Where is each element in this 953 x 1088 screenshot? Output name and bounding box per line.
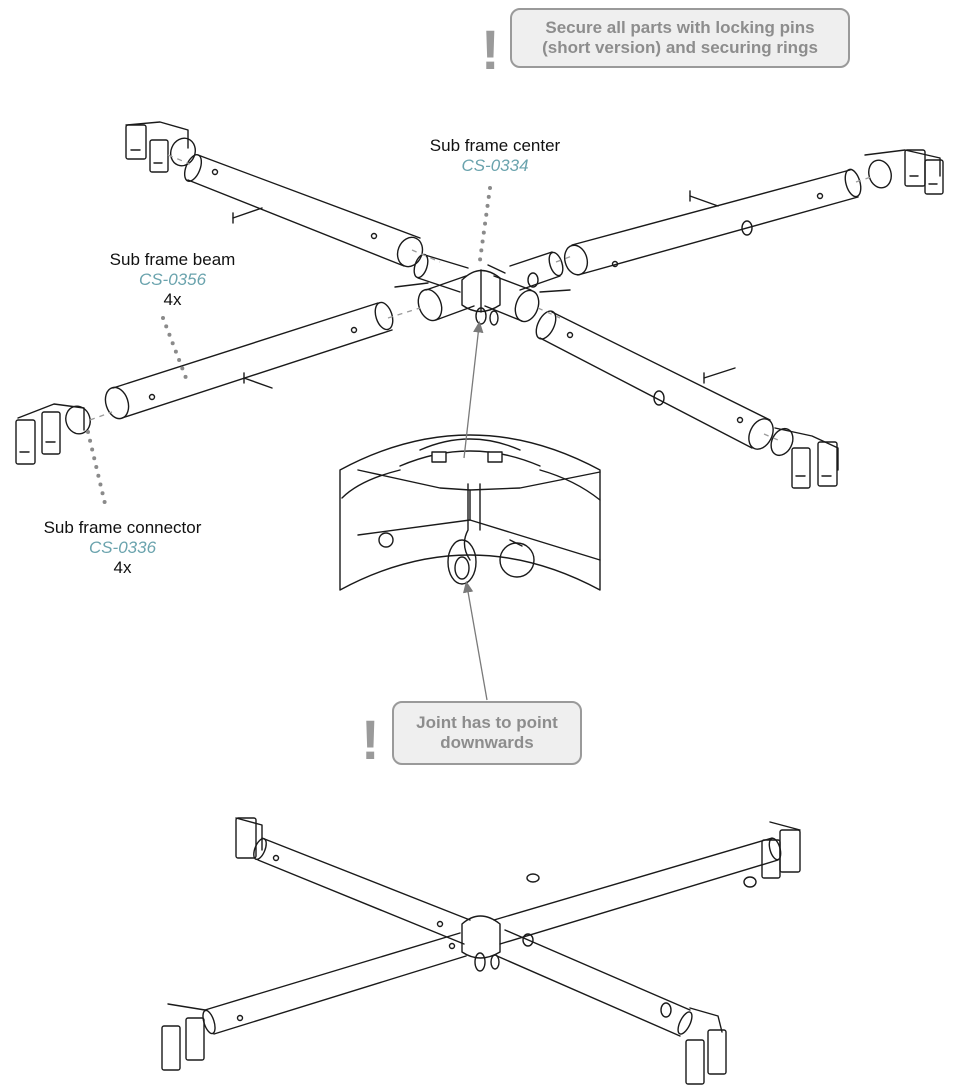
connector-part-qty: 4x [113, 558, 132, 577]
beam-part-qty: 4x [163, 290, 182, 309]
label-sub-frame-beam: Sub frame beam CS-0356 4x [80, 250, 265, 310]
center-part-name: Sub frame center [429, 136, 561, 155]
joint-detail-closeup [339, 434, 601, 591]
beam-lower-right [535, 310, 774, 450]
note-joint-direction-text: Joint has to point downwards [416, 713, 558, 752]
alignment-guides [89, 154, 875, 441]
connector-upper-right [864, 149, 944, 195]
beam-part-name: Sub frame beam [109, 250, 236, 269]
beam-lower-left [104, 301, 394, 420]
note-joint-direction: Joint has to point downwards [392, 701, 582, 765]
beam-part-code: CS-0356 [138, 270, 207, 289]
warning-mark-joint: ! [361, 708, 380, 771]
beam-upper-right [563, 168, 862, 276]
callout-arrows [463, 320, 488, 701]
connector-part-code: CS-0336 [88, 538, 157, 557]
assembled-frame [161, 817, 801, 1085]
warning-mark-top: ! [481, 18, 500, 81]
connector-lower-right [770, 427, 839, 489]
leader-lines [86, 186, 492, 510]
label-sub-frame-connector: Sub frame connector CS-0336 4x [20, 518, 225, 578]
note-secure-parts-text: Secure all parts with locking pins (shor… [542, 18, 818, 57]
connector-part-name: Sub frame connector [43, 518, 202, 537]
connector-lower-left [15, 403, 91, 465]
note-secure-parts: Secure all parts with locking pins (shor… [510, 8, 850, 68]
center-part-code: CS-0334 [461, 156, 529, 175]
label-sub-frame-center: Sub frame center CS-0334 [410, 136, 580, 176]
connector-upper-left [125, 121, 197, 173]
locking-pins [232, 190, 736, 389]
